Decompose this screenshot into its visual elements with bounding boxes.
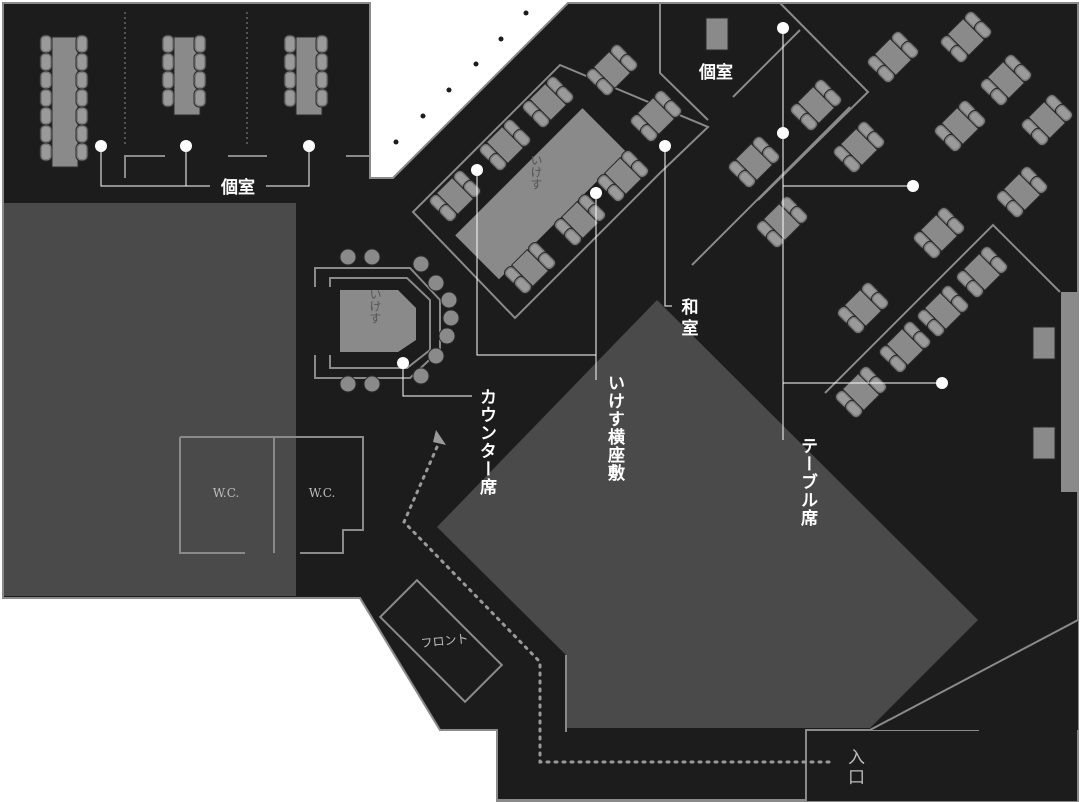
- chair-icon: [283, 52, 297, 72]
- arrow-up-icon: [433, 430, 446, 445]
- chair-icon: [75, 52, 89, 72]
- chair-icon: [193, 88, 207, 108]
- ikesu-counter-label: いけす: [368, 288, 382, 324]
- wc-rooms: [179, 436, 364, 554]
- chair-icon: [75, 124, 89, 144]
- chair-icon: [39, 34, 53, 54]
- chair-icon: [315, 52, 329, 72]
- front-desk-label: フロント: [420, 632, 469, 651]
- private-room-label: 個室: [220, 177, 255, 198]
- stool-icon: [412, 367, 430, 385]
- chair-icon: [75, 142, 89, 162]
- stool-icon: [363, 248, 381, 266]
- leader-lines: [100, 28, 942, 440]
- chair-icon: [283, 88, 297, 108]
- stool-icon: [427, 347, 445, 365]
- stool-icon: [339, 375, 357, 393]
- chair-icon: [39, 106, 53, 126]
- chair-icon: [193, 52, 207, 72]
- stool-icon: [442, 309, 460, 327]
- chair-icon: [39, 124, 53, 144]
- table-seats-label: テーブル席: [797, 437, 818, 527]
- ikesu-zashiki-label: いけす: [529, 154, 543, 190]
- stool-icon: [363, 375, 381, 393]
- stool-icon: [412, 255, 430, 273]
- private-room-label: 個室: [698, 62, 733, 83]
- chair-icon: [315, 70, 329, 90]
- counter-seats-label: カウンター席: [476, 388, 497, 496]
- wc-label: W.C.: [213, 486, 240, 500]
- counter-chairs: [339, 248, 460, 393]
- stool-icon: [440, 291, 458, 309]
- chair-icon: [283, 34, 297, 54]
- washitsu-label: 和: [682, 298, 699, 318]
- stool-icon: [427, 274, 445, 292]
- chair-icon: [39, 70, 53, 90]
- chair-icon: [161, 70, 175, 90]
- chair-icon: [315, 88, 329, 108]
- chair-icon: [193, 70, 207, 90]
- stool-icon: [339, 248, 357, 266]
- entrance-route: [402, 445, 831, 764]
- chair-icon: [39, 52, 53, 72]
- chair-icon: [283, 70, 297, 90]
- front-desk: [378, 578, 504, 704]
- counter-area: いけす: [314, 267, 441, 379]
- private-room-top: [705, 2, 870, 201]
- stool-icon: [438, 327, 456, 345]
- ikesu-zashiki-area: [411, 3, 710, 320]
- chair-icon: [39, 88, 53, 108]
- chair-icon: [39, 142, 53, 162]
- chair-icon: [75, 34, 89, 54]
- chair-icon: [315, 34, 329, 54]
- entrance-label: 入口: [844, 748, 865, 788]
- chair-icon: [161, 34, 175, 54]
- wc-label: W.C.: [309, 486, 336, 500]
- chair-icon: [75, 88, 89, 108]
- table-partitions: [691, 106, 1078, 492]
- center-void: [437, 300, 978, 728]
- chair-icon: [161, 52, 175, 72]
- chair-icon: [75, 106, 89, 126]
- location-marker: [95, 22, 948, 389]
- left-void: [4, 203, 296, 596]
- chair-icon: [193, 34, 207, 54]
- washitsu-label: 室: [682, 318, 699, 339]
- chair-icon: [75, 70, 89, 90]
- ikesu-side-zashiki-label: いけす横座敷: [604, 374, 625, 482]
- chair-icon: [161, 88, 175, 108]
